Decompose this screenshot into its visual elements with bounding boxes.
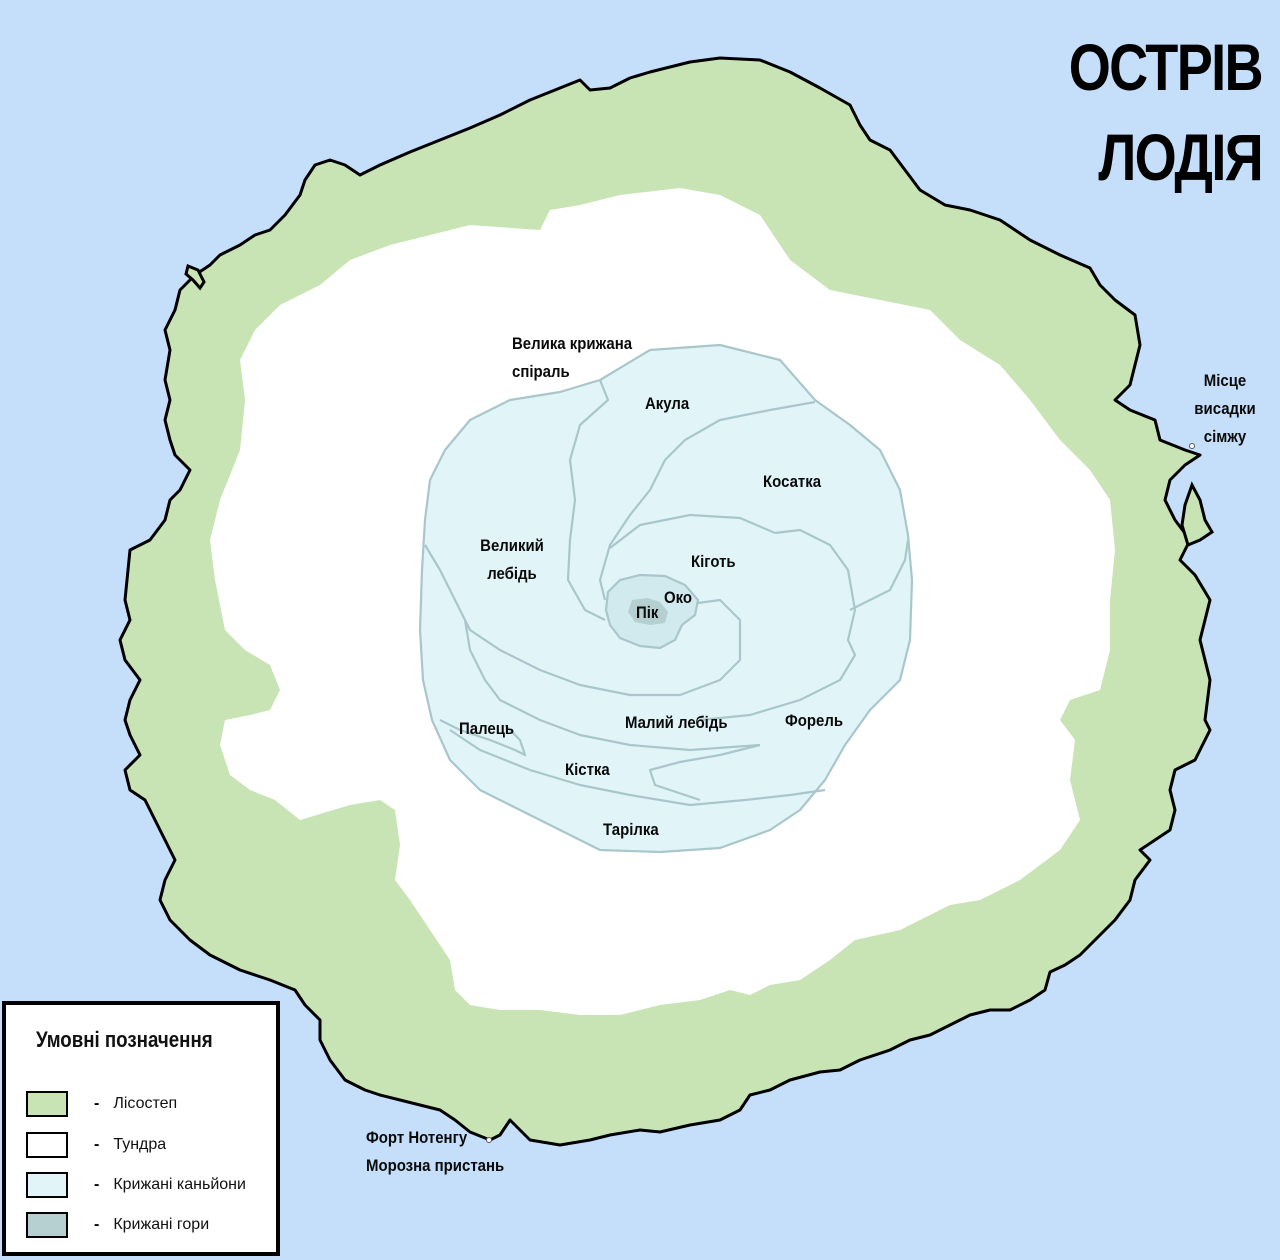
legend-dash: -: [94, 1216, 100, 1233]
legend-item-ice-canyons: - Крижані каньйони: [26, 1172, 246, 1198]
label-fort: Форт Нотенгу Морозна пристань: [366, 1124, 504, 1180]
legend-item-ice-mountains: - Крижані гори: [26, 1212, 209, 1238]
label-palets: Палець: [459, 719, 515, 738]
label-line: спіраль: [512, 362, 570, 381]
swatch-ice-mountains: [26, 1212, 68, 1238]
label-line: висадки: [1194, 399, 1256, 418]
legend-label: Тундра: [113, 1136, 167, 1153]
fort-marker: [486, 1137, 492, 1143]
swatch-forest-steppe: [26, 1091, 68, 1117]
map-legend: Умовні позначення - Лісостеп - Тундра - …: [2, 1001, 280, 1256]
label-tarilka: Тарілка: [603, 820, 659, 839]
legend-dash: -: [94, 1095, 100, 1112]
pik-area: [628, 598, 668, 625]
label-kistka: Кістка: [565, 760, 610, 779]
label-line: Велика крижана: [512, 334, 633, 353]
landing-site-marker: [1189, 443, 1195, 449]
label-forel: Форель: [785, 711, 844, 730]
legend-label: Крижані каньйони: [113, 1176, 246, 1193]
label-line: Морозна пристань: [366, 1156, 505, 1175]
swatch-ice-canyons: [26, 1172, 68, 1198]
legend-item-forest-steppe: - Лісостеп: [26, 1091, 177, 1117]
label-line: Великий: [480, 536, 544, 555]
label-oko: Око: [664, 588, 693, 607]
legend-label: Лісостеп: [113, 1095, 178, 1112]
label-landing-site: Місце висадки сімжу: [1185, 367, 1264, 451]
legend-label: Крижані гори: [113, 1216, 210, 1233]
label-line: Форт Нотенгу: [366, 1128, 468, 1147]
swatch-tundra: [26, 1132, 68, 1158]
legend-title: Умовні позначення: [36, 1027, 213, 1052]
label-malyi-lebid: Малий лебідь: [625, 713, 728, 732]
label-velyka-kryzhana-spiral: Велика крижана спіраль: [512, 330, 632, 386]
label-kihot: Кіготь: [691, 552, 736, 571]
label-pik: Пік: [636, 603, 659, 622]
label-line: Місце: [1203, 371, 1247, 390]
label-kosatka: Косатка: [763, 472, 822, 491]
map-title: ОСТРІВ ЛОДІЯ: [1068, 30, 1264, 194]
label-akula: Акула: [645, 394, 690, 413]
islet-east: [1180, 481, 1215, 548]
label-velykyi-lebid: Великий лебідь: [468, 532, 556, 588]
islet-northwest: [184, 263, 206, 291]
label-line: сімжу: [1203, 427, 1247, 446]
legend-dash: -: [94, 1176, 100, 1193]
legend-dash: -: [94, 1136, 100, 1153]
legend-item-tundra: - Тундра: [26, 1132, 166, 1158]
label-line: лебідь: [487, 564, 537, 583]
